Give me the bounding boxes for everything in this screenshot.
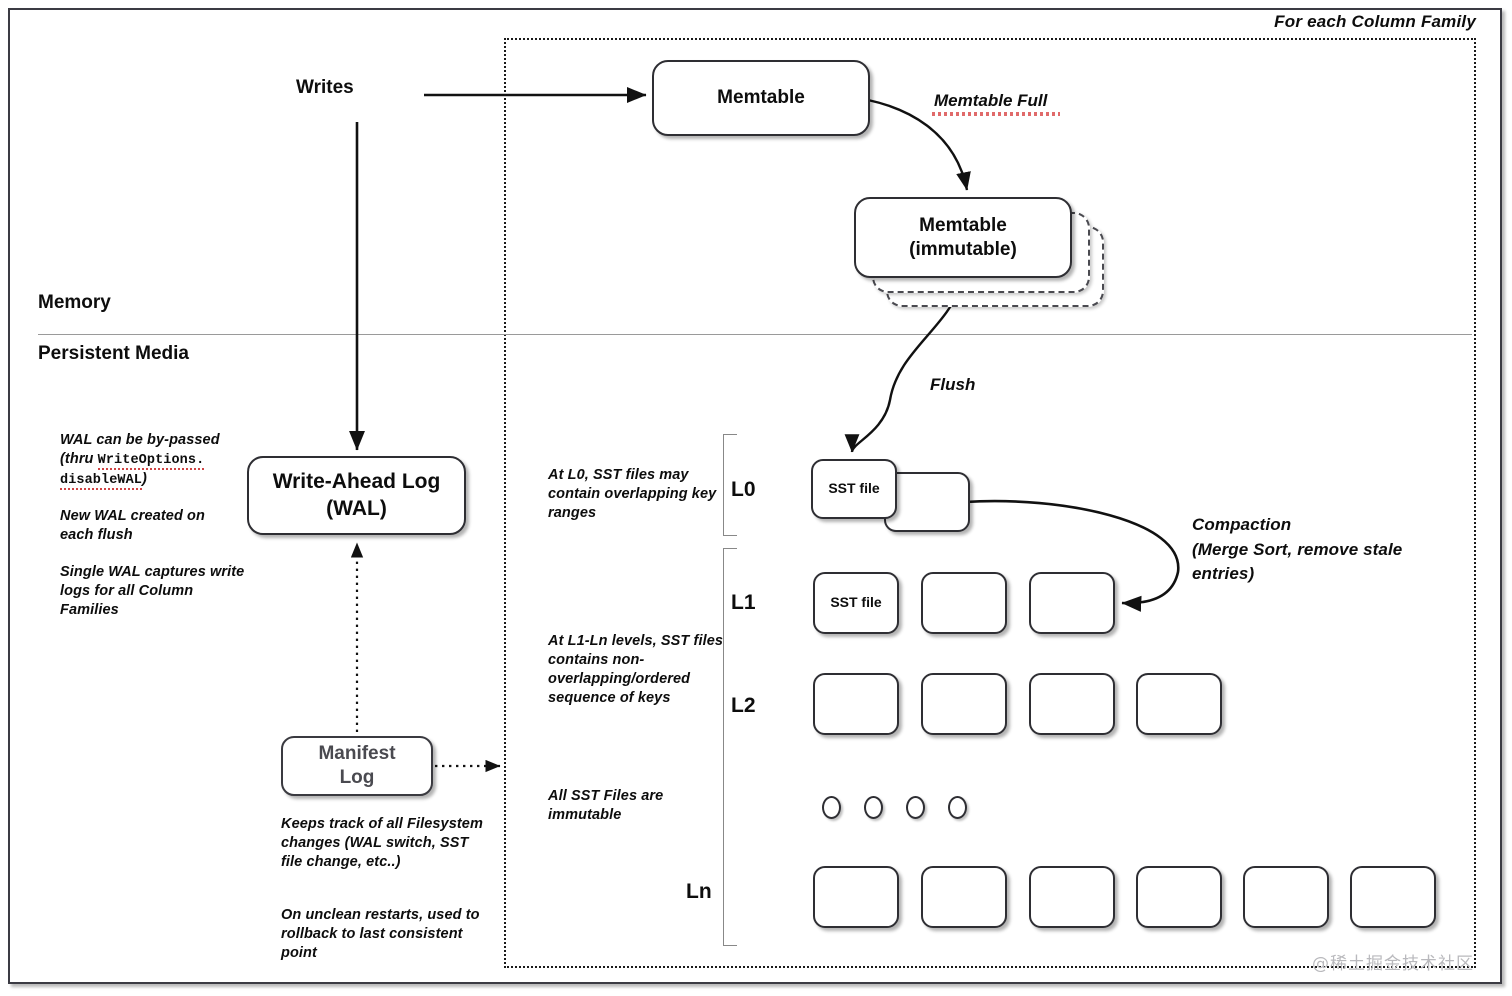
manifest-label-2: Log xyxy=(339,767,375,788)
sst-file-l1-1-label: SST file xyxy=(830,594,882,611)
sst-file-l0-1[interactable]: SST file xyxy=(811,459,897,519)
memtable-box-label: Memtable xyxy=(717,87,805,109)
bracket-l1-ln xyxy=(723,548,737,946)
manifest-log-box[interactable]: Manifest Log xyxy=(281,736,433,796)
compaction-label-3: entries) xyxy=(1192,564,1255,584)
sst-file-l2-3[interactable] xyxy=(1029,673,1115,735)
memory-tier-label: Memory xyxy=(38,292,111,313)
memory-persistent-divider xyxy=(38,334,1472,335)
note-wal-bypass-line2-prefix: (thru xyxy=(60,451,98,468)
sst-file-l1-2[interactable] xyxy=(921,572,1007,634)
sst-file-ln-3[interactable] xyxy=(1029,866,1115,928)
sst-file-ln-5[interactable] xyxy=(1243,866,1329,928)
level-label-l2: L2 xyxy=(731,694,756,717)
memtable-full-squiggle xyxy=(932,112,1060,116)
level-label-l0: L0 xyxy=(731,478,756,501)
compaction-label-1: Compaction xyxy=(1192,515,1292,534)
sst-file-ln-1[interactable] xyxy=(813,866,899,928)
memtable-immutable-label-1: Memtable xyxy=(919,214,1007,236)
note-manifest-rollback: On unclean restarts, used to rollback to… xyxy=(281,907,480,962)
ellipsis-dot-1 xyxy=(822,796,841,819)
writes-label: Writes xyxy=(296,77,354,98)
note-code-writeoptions: WriteOptions. xyxy=(97,453,205,471)
flush-label: Flush xyxy=(930,375,976,394)
memtable-immutable-box[interactable]: Memtable (immutable) xyxy=(854,197,1072,278)
wal-label-1: Write-Ahead Log xyxy=(272,470,441,494)
sst-file-ln-2[interactable] xyxy=(921,866,1007,928)
sst-file-l0-1-label: SST file xyxy=(828,480,880,497)
memtable-immutable-label-2: (immutable) xyxy=(909,238,1017,260)
manifest-label-1: Manifest xyxy=(318,743,396,765)
note-manifest-track: Keeps track of all Filesystem changes (W… xyxy=(281,816,483,871)
note-wal-bypass-suffix: ) xyxy=(142,470,147,487)
bracket-l0 xyxy=(723,434,737,536)
memtable-full-label: Memtable Full xyxy=(934,91,1048,110)
column-family-label: For each Column Family xyxy=(1274,12,1476,31)
sst-file-ln-4[interactable] xyxy=(1136,866,1222,928)
note-l1ln-order: At L1-Ln levels, SST files contains non-… xyxy=(548,633,724,707)
level-label-ln: Ln xyxy=(686,880,712,903)
ellipsis-dot-4 xyxy=(948,796,967,819)
wal-label-2: (WAL) xyxy=(326,496,387,520)
compaction-label: Compaction (Merge Sort, remove stale ent… xyxy=(1192,513,1482,587)
sst-file-l1-3[interactable] xyxy=(1029,572,1115,634)
memtable-box[interactable]: Memtable xyxy=(652,60,870,136)
sst-file-l0-2[interactable] xyxy=(884,472,970,532)
sst-file-ln-6[interactable] xyxy=(1350,866,1436,928)
note-code-disablewal: disableWAL xyxy=(60,472,143,490)
note-single-wal: Single WAL captures write logs for all C… xyxy=(60,564,245,619)
sst-file-l2-1[interactable] xyxy=(813,673,899,735)
watermark: @稀土掘金技术社区 xyxy=(1312,954,1474,974)
sst-file-l2-4[interactable] xyxy=(1136,673,1222,735)
compaction-label-2: (Merge Sort, remove stale xyxy=(1192,539,1403,559)
write-ahead-log-box[interactable]: Write-Ahead Log (WAL) xyxy=(247,456,466,535)
note-wal-bypass-line1: WAL can be by-passed xyxy=(60,432,220,448)
sst-file-l2-2[interactable] xyxy=(921,673,1007,735)
note-sst-immutable: All SST Files are immutable xyxy=(548,788,664,824)
ellipsis-dot-3 xyxy=(906,796,925,819)
level-label-l1: L1 xyxy=(731,591,756,614)
note-l0-overlap: At L0, SST files may contain overlapping… xyxy=(548,467,717,522)
sst-file-l1-1[interactable]: SST file xyxy=(813,572,899,634)
ellipsis-dot-2 xyxy=(864,796,883,819)
note-new-wal: New WAL created on each flush xyxy=(60,508,205,544)
persistent-tier-label: Persistent Media xyxy=(38,343,189,364)
note-wal-bypass: WAL can be by-passed (thru WriteOptions.… xyxy=(60,431,290,490)
column-family-region xyxy=(504,38,1476,968)
